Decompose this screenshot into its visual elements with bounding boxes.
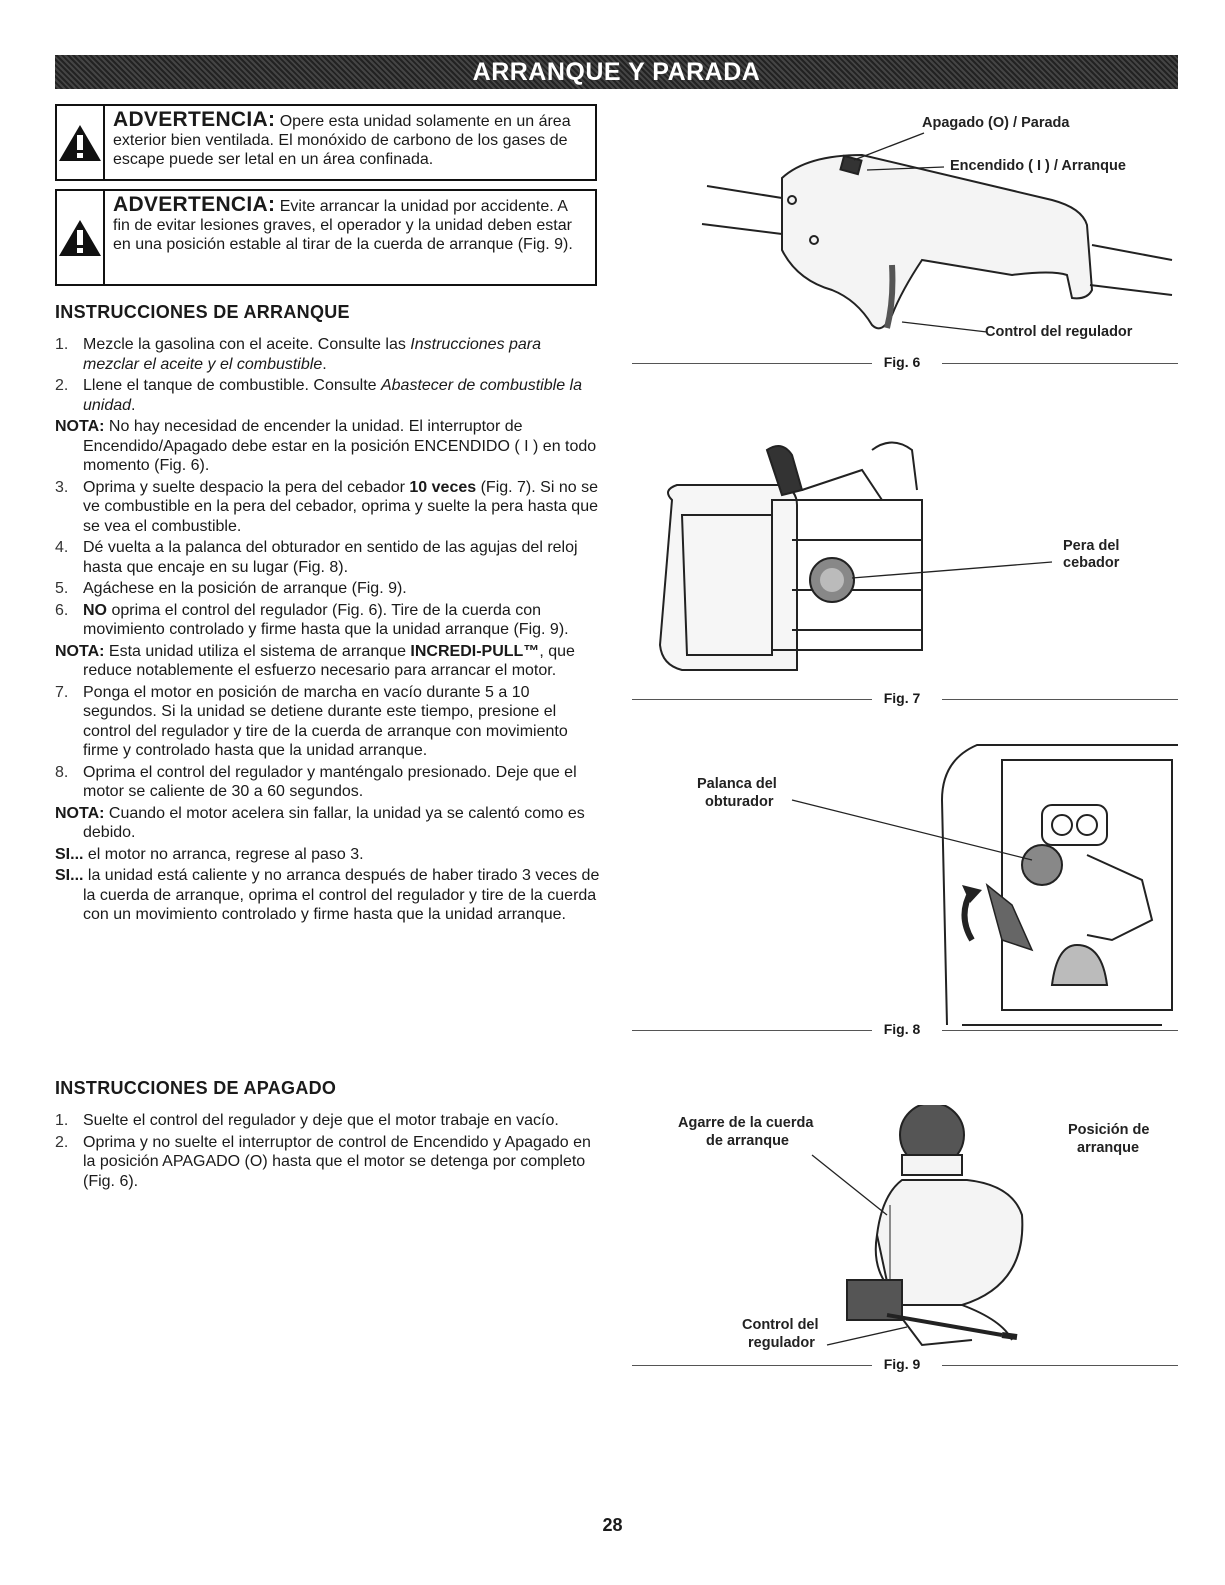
label-starter-grip-2: de arranque: [706, 1133, 789, 1149]
if-condition: SI... el motor no arranca, regrese al pa…: [55, 845, 364, 863]
list-item: 1.Suelte el control del regulador y deje…: [55, 1112, 559, 1129]
list-item: 3.Oprima y suelte despacio la pera del c…: [55, 478, 598, 535]
note: NOTA: Esta unidad utiliza el sistema de …: [55, 642, 575, 680]
warning-triangle-icon: [57, 191, 105, 284]
label-off-stop: Apagado (O) / Parada: [922, 115, 1070, 131]
label-starter-grip-1: Agarre de la cuerda: [678, 1115, 814, 1131]
warning-title: ADVERTENCIA:: [113, 108, 276, 131]
label-choke-lever-1: Palanca del: [697, 776, 777, 792]
label-on-start: Encendido ( I ) / Arranque: [950, 158, 1126, 174]
label-primer-bulb-2: cebador: [1063, 555, 1120, 571]
label-throttle-control: Control del regulador: [985, 324, 1133, 340]
list-item: 5.Agáchese en la posición de arranque (F…: [55, 580, 407, 597]
list-item: 8.Oprima el control del regulador y mant…: [55, 763, 577, 801]
note: NOTA: Cuando el motor acelera sin fallar…: [55, 804, 585, 842]
label-starting-position-1: Posición de: [1068, 1122, 1150, 1138]
warning-body: Opere esta unidad solamente en un área e…: [113, 113, 571, 168]
fig9-caption: Fig. 9: [632, 1356, 1178, 1374]
fig7-primer-bulb-illustration: [658, 441, 1053, 671]
label-choke-lever-2: obturador: [705, 794, 774, 810]
if-condition: SI... la unidad está caliente y no arran…: [55, 867, 600, 923]
fig8-choke-lever-illustration: [791, 744, 1178, 1026]
section-banner: ARRANQUE Y PARADA: [55, 55, 1178, 89]
page-number: 28: [602, 1515, 623, 1535]
warning-text: ADVERTENCIA: Opere esta unidad solamente…: [105, 106, 595, 179]
start-instructions-heading: INSTRUCCIONES DE ARRANQUE: [55, 302, 350, 322]
warning-box-accidental-start: ADVERTENCIA: Evite arrancar la unidad po…: [55, 189, 597, 286]
warning-triangle-icon: [57, 106, 105, 179]
list-item: 1.Mezcle la gasolina con el aceite. Cons…: [55, 336, 542, 373]
fig6-caption: Fig. 6: [632, 354, 1178, 372]
warning-text: ADVERTENCIA: Evite arrancar la unidad po…: [105, 191, 595, 284]
label-starting-position-2: arranque: [1077, 1140, 1140, 1156]
stop-instructions-heading: INSTRUCCIONES DE APAGADO: [55, 1078, 337, 1098]
list-item: 2.Oprima y no suelte el interruptor de c…: [55, 1133, 591, 1190]
label-primer-bulb-1: Pera del: [1063, 538, 1120, 554]
start-instructions-list: 1.Mezcle la gasolina con el aceite. Cons…: [55, 335, 600, 927]
label-throttle-control-2: regulador: [748, 1335, 815, 1351]
fig9-starting-position-illustration: [811, 1105, 1024, 1347]
list-item: 7.Ponga el motor en posición de marcha e…: [55, 683, 568, 760]
fig7-caption: Fig. 7: [632, 690, 1178, 708]
list-item: 6.NO oprima el control del regulador (Fi…: [55, 601, 569, 639]
list-item: 2.Llene el tanque de combustible. Consul…: [55, 377, 582, 414]
warning-box-exhaust: ADVERTENCIA: Opere esta unidad solamente…: [55, 104, 597, 181]
stop-instructions-list: 1.Suelte el control del regulador y deje…: [55, 1111, 600, 1193]
fig8-caption: Fig. 8: [632, 1021, 1178, 1039]
note: NOTA: No hay necesidad de encender la un…: [55, 418, 597, 474]
list-item: 4.Dé vuelta a la palanca del obturador e…: [55, 539, 578, 576]
warning-body: Evite arrancar la unidad por accidente. …: [113, 198, 573, 253]
label-throttle-control-1: Control del: [742, 1317, 819, 1333]
fig6-throttle-handle-illustration: [701, 132, 1173, 333]
warning-title: ADVERTENCIA:: [113, 193, 276, 216]
